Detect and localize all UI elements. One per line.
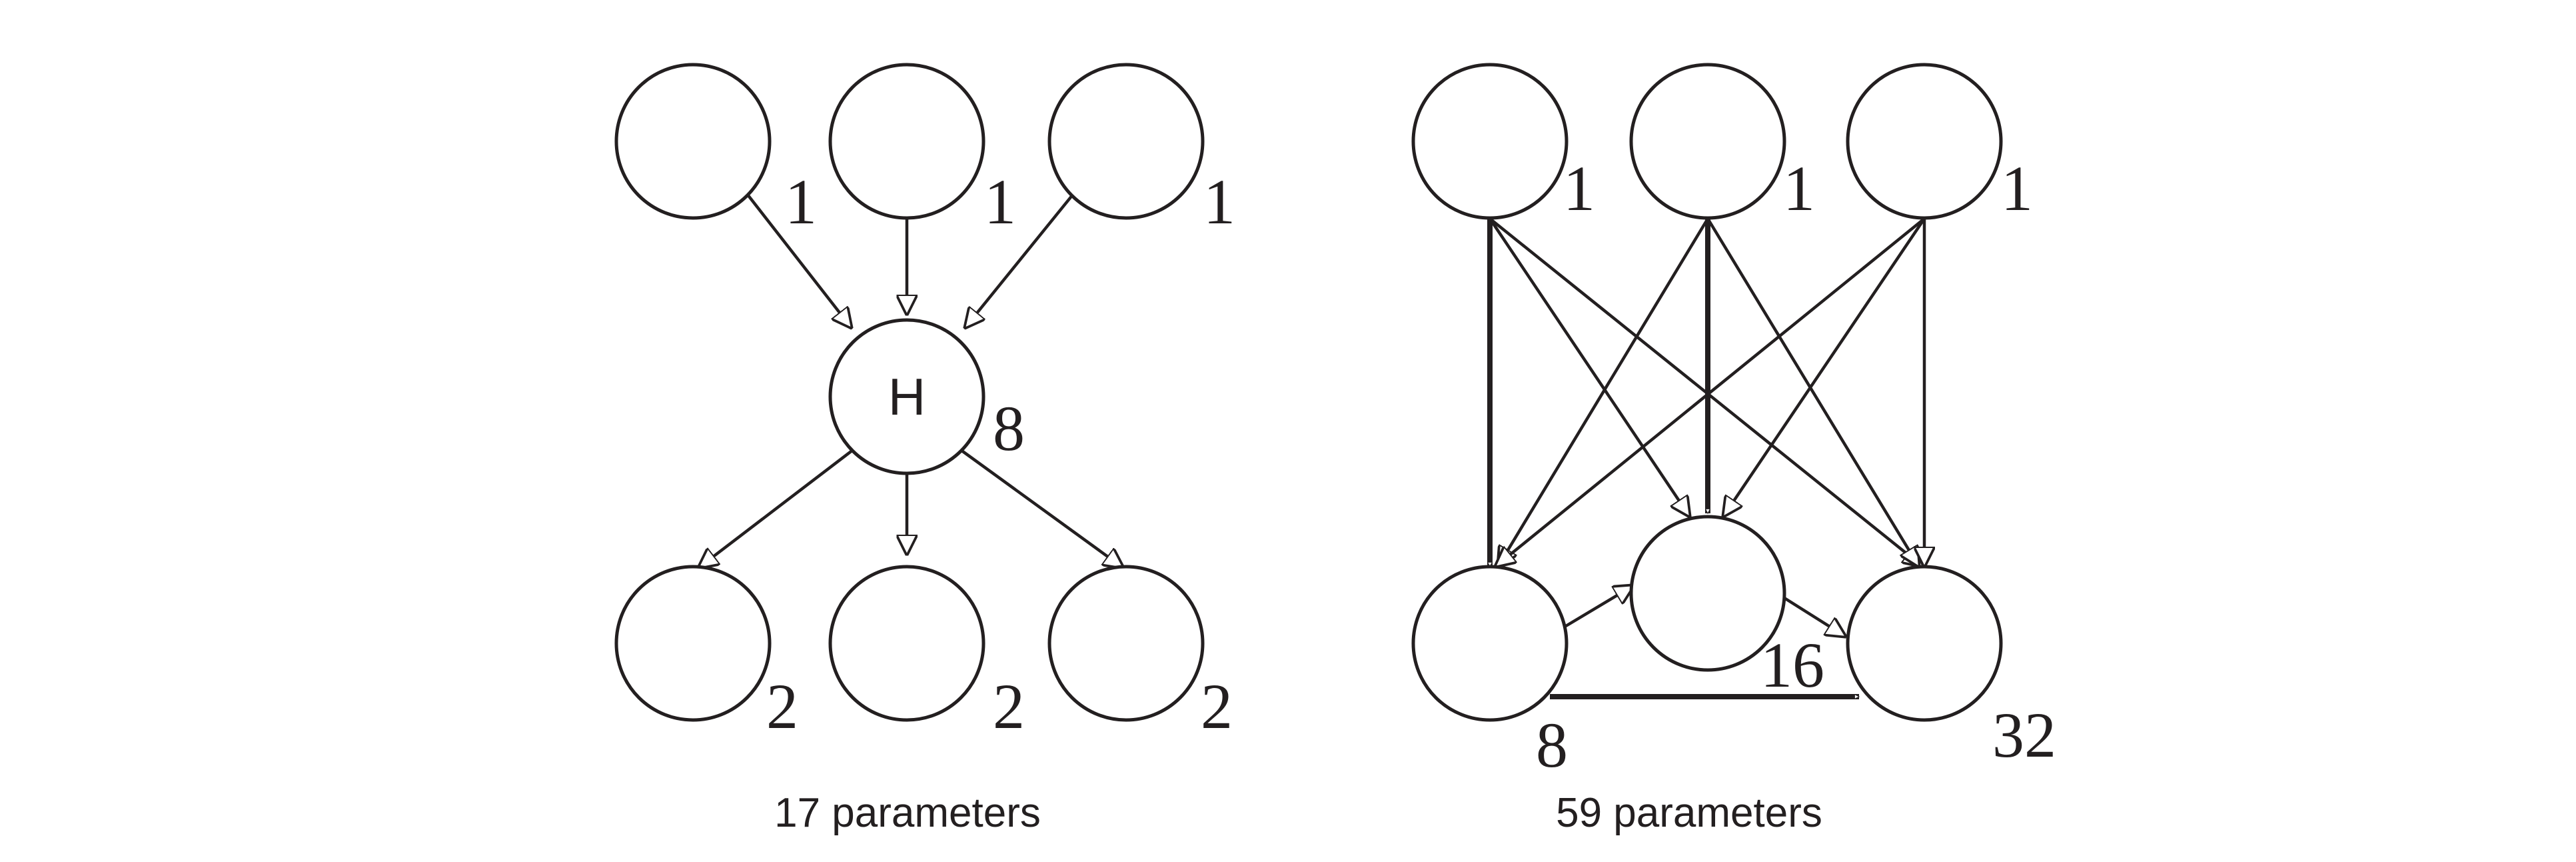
edge-tr-to-bl <box>1495 217 1926 567</box>
left-bottom-count-1: 2 <box>766 671 798 742</box>
edge-bm-to-br <box>1778 593 1846 637</box>
right-network: 1 1 1 16 8 32 59 parameters <box>1411 63 2056 836</box>
right-bottom-right-node <box>1846 565 2003 722</box>
right-bottom-middle-node <box>1629 515 1786 672</box>
edge-top-left-to-hidden <box>746 193 852 328</box>
right-bottom-right-count: 32 <box>1992 699 2056 771</box>
right-top-node-1 <box>1411 63 1569 220</box>
left-network: H 1 1 1 8 2 2 2 17 parameters <box>614 63 1235 836</box>
left-bottom-count-2: 2 <box>993 671 1025 742</box>
edge-bl-to-bm <box>1558 585 1634 631</box>
hidden-node <box>828 318 985 475</box>
right-top-count-3: 1 <box>2001 153 2033 224</box>
left-caption: 17 parameters <box>774 790 1041 836</box>
edge-hidden-to-bottom-right <box>960 449 1123 568</box>
right-bottom-middle-count: 16 <box>1760 629 1824 701</box>
hidden-node-label: H <box>888 367 926 426</box>
left-bottom-node-1 <box>614 565 772 722</box>
edge-tm-to-br <box>1706 217 1919 567</box>
right-bottom-left-node <box>1411 565 1569 722</box>
left-bottom-count-3: 2 <box>1201 671 1233 742</box>
right-top-count-1: 1 <box>1563 153 1595 224</box>
left-bottom-node-2 <box>828 565 985 722</box>
edge-tm-to-bl <box>1498 217 1709 567</box>
right-caption: 59 parameters <box>1556 790 1822 836</box>
left-top-count-1: 1 <box>785 166 817 237</box>
left-top-node-2 <box>828 63 985 220</box>
right-top-node-2 <box>1629 63 1786 220</box>
edge-top-right-to-hidden <box>965 193 1074 328</box>
left-top-node-1 <box>614 63 772 220</box>
left-bottom-node-3 <box>1047 565 1205 722</box>
edge-hidden-to-bottom-left <box>698 449 854 568</box>
edge-tr-to-bm <box>1723 217 1926 517</box>
right-top-count-2: 1 <box>1783 153 1815 224</box>
right-bottom-left-count: 8 <box>1536 709 1568 781</box>
left-top-node-3 <box>1047 63 1205 220</box>
hidden-count: 8 <box>993 393 1025 464</box>
left-top-count-2: 1 <box>984 166 1016 237</box>
left-top-count-3: 1 <box>1203 166 1235 237</box>
edge-tl-to-bm <box>1489 217 1690 517</box>
right-top-node-3 <box>1846 63 2003 220</box>
